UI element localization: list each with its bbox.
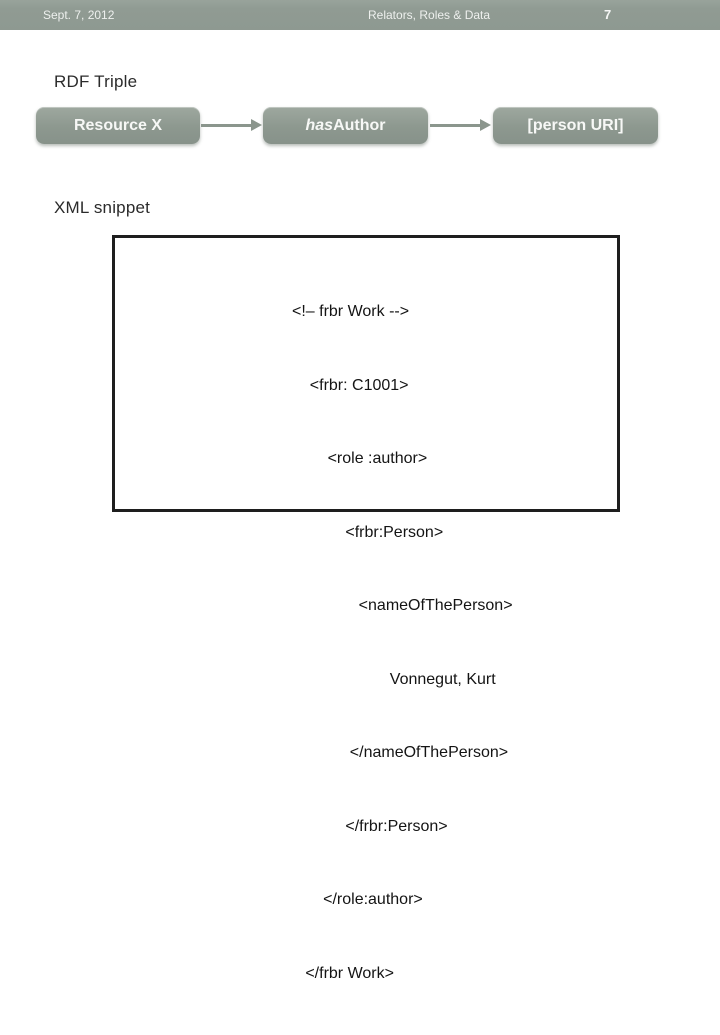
code-line: </frbr Work> (292, 964, 394, 982)
arrow-right-icon (201, 119, 262, 131)
code-line: Vonnegut, Kurt (292, 670, 496, 688)
slide-number: 7 (604, 7, 612, 22)
slide-footer-title: Relators, Roles & Data (368, 8, 491, 22)
node-person-uri-label: [person URI] (527, 116, 624, 134)
code-line: <role :author> (292, 450, 428, 467)
code-line: <frbr:Person> (292, 523, 444, 541)
code-line: </role:author> (292, 891, 423, 908)
code-line: </nameOfThePerson> (292, 744, 509, 761)
arrow-right-icon (430, 119, 491, 131)
code-line: <frbr: C1001> (292, 376, 409, 394)
code-line: </frbr:Person> (292, 817, 448, 835)
node-resource-x: Resource X (36, 107, 200, 144)
header-band: Sept. 7, 2012 Relators, Roles & Data 7 (0, 0, 720, 30)
code-line: <!– frbr Work --> (292, 303, 410, 320)
xml-code-listing: <!– frbr Work --> <frbr: C1001> <role :a… (115, 238, 617, 1035)
node-has-author-label-italic: has (305, 116, 334, 134)
node-has-author-label: Author (333, 116, 386, 134)
node-person-uri: [person URI] (493, 107, 658, 144)
xml-snippet-heading: XML snippet (54, 198, 151, 217)
slide-date: Sept. 7, 2012 (43, 8, 115, 22)
rdf-triple-heading: RDF Triple (54, 72, 138, 91)
node-resource-x-label: Resource X (73, 116, 163, 134)
code-line: <nameOfThePerson> (292, 597, 513, 614)
xml-code-box: <!– frbr Work --> <frbr: C1001> <role :a… (112, 235, 620, 982)
